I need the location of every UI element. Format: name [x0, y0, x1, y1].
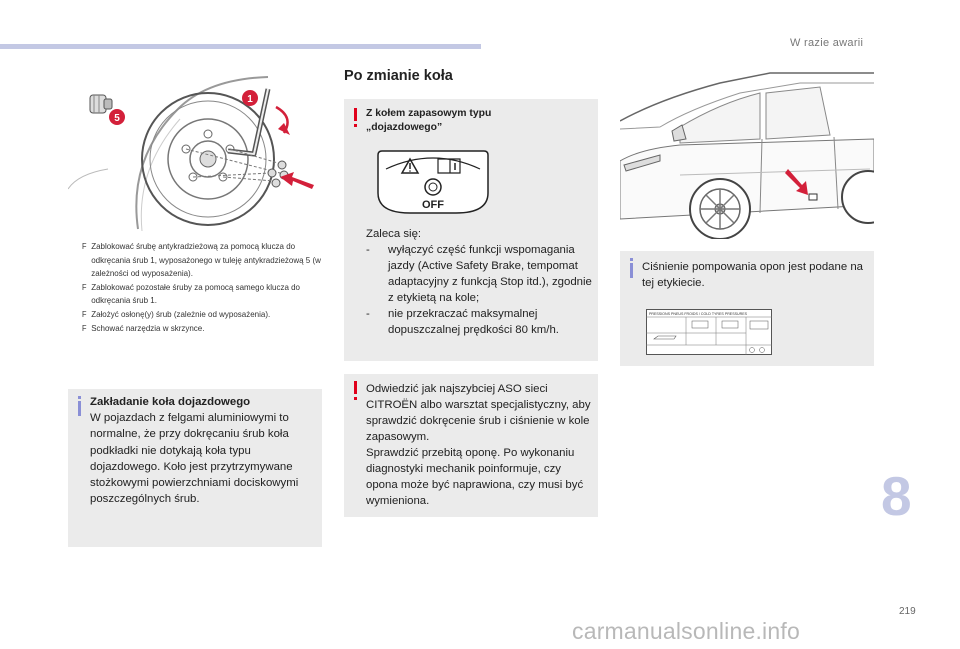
warning-list-item: - wyłączyć część funkcji wspomagania jaz…	[366, 242, 594, 306]
wheel-bolt-illustration: 5 1	[67, 69, 322, 232]
svg-text:1: 1	[247, 94, 253, 105]
pressure-label-header: PRESSIONS PNEUS FROIDS / COLD TYRES PRES…	[649, 312, 748, 316]
step-item: F Schować narzędzia w skrzynce.	[82, 322, 321, 336]
step-text: Schować narzędzia w skrzynce.	[91, 322, 205, 333]
callout-5-badge: 5	[109, 109, 125, 125]
warning-intro: Zaleca się:	[366, 228, 422, 240]
warning-title-line1: Z kołem zapasowym typu	[366, 108, 492, 119]
warning-title-line2: „dojazdowego”	[366, 122, 443, 134]
step-marker: F	[82, 242, 87, 251]
warning-box-body: Zaleca się: - wyłączyć część funkcji wsp…	[366, 226, 594, 338]
dash-marker: -	[366, 244, 370, 256]
section-title: W razie awarii	[790, 37, 864, 49]
warning-box-title: Z kołem zapasowym typu „dojazdowego”	[366, 107, 586, 136]
info-box-spare-wheel-text: Zakładanie koła dojazdowego W pojazdach …	[90, 394, 316, 507]
step-marker: F	[82, 282, 87, 292]
warning-box-spare-wheel	[344, 99, 598, 361]
step-text: Zablokować pozostałe śruby za pomocą sam…	[91, 281, 301, 306]
step-text: Zablokować śrubę antykradzieżową za pomo…	[91, 241, 321, 279]
chapter-number: 8	[881, 465, 912, 527]
warning-box-service	[344, 374, 598, 517]
steps-list: F Zablokować śrubę antykradzieżową za po…	[82, 240, 322, 335]
tyre-pressure-label: PRESSIONS PNEUS FROIDS / COLD TYRES PRES…	[646, 309, 772, 355]
info-box-spare-wheel	[68, 389, 322, 547]
warning-icon	[354, 108, 360, 128]
step-item: F Założyć osłonę(y) śrub (zależnie od wy…	[82, 308, 321, 322]
warning-list-item: - nie przekraczać maksymalnej dopuszczal…	[366, 306, 594, 338]
page-heading: Po zmianie koła	[344, 68, 453, 84]
step-text: Założyć osłonę(y) śrub (zależnie od wypo…	[91, 308, 271, 319]
warning-paragraph: Sprawdzić przebitą oponę. Po wykonaniu d…	[366, 447, 584, 507]
svg-text:5: 5	[114, 113, 120, 124]
warning-paragraph: Odwiedzić jak najszybciej ASO sieci CITR…	[366, 383, 591, 443]
callout-1-badge: 1	[242, 90, 258, 106]
warning-list-text: wyłączyć część funkcji wspomagania jazdy…	[388, 244, 592, 304]
info-box-tyre-pressure-text: Ciśnienie pompowania opon jest podane na…	[642, 261, 864, 289]
step-item: F Zablokować pozostałe śruby za pomocą s…	[82, 281, 321, 308]
dash-marker: -	[366, 308, 370, 320]
spare-wheel-label-sticker: OFF	[376, 147, 490, 215]
warning-box-service-text: Odwiedzić jak najszybciej ASO sieci CITR…	[366, 381, 594, 509]
warning-icon	[354, 381, 360, 401]
info-icon	[78, 396, 83, 416]
info-box-title: Zakładanie koła dojazdowego	[90, 396, 251, 408]
header-accent-bar	[0, 44, 481, 49]
warning-list-text: nie przekraczać maksymalnej dopuszczalne…	[388, 308, 559, 336]
step-marker: F	[82, 309, 87, 319]
watermark: carmanualsonline.info	[572, 618, 800, 644]
page-number: 219	[899, 606, 916, 617]
step-item: F Zablokować śrubę antykradzieżową za po…	[82, 240, 321, 281]
info-box-body: W pojazdach z felgami aluminiowymi to no…	[90, 412, 299, 506]
step-marker: F	[82, 323, 87, 333]
label-off-text: OFF	[422, 199, 444, 211]
car-label-location-illustration	[619, 69, 895, 240]
info-icon	[630, 258, 635, 278]
